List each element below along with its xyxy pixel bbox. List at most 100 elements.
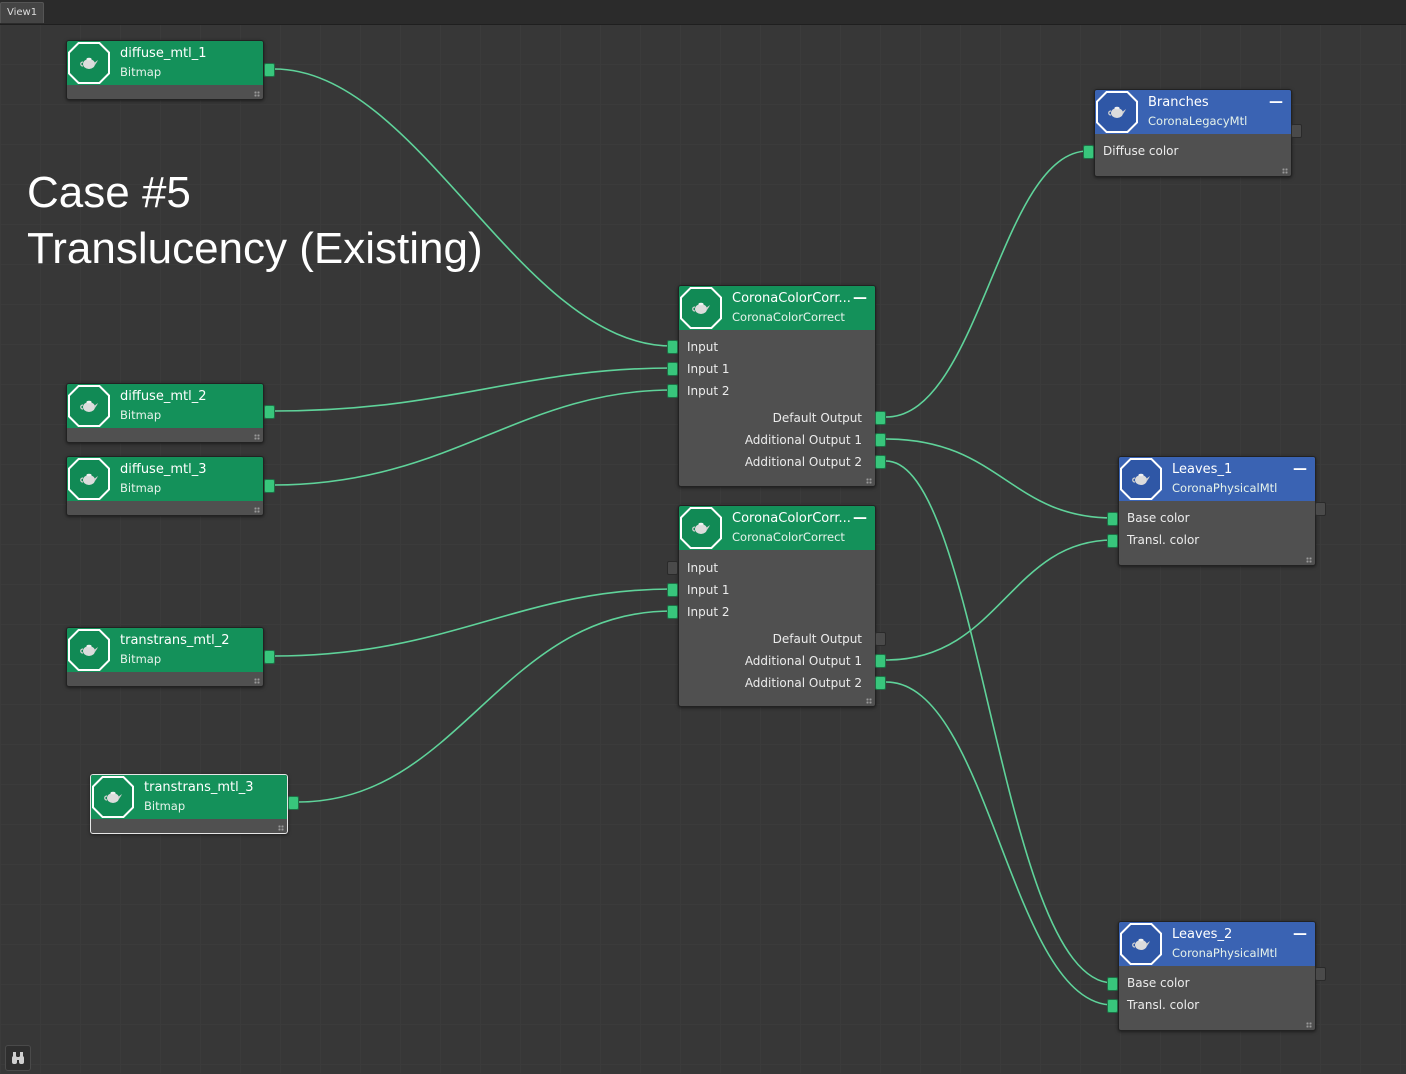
wire-cc1-default-to-branches-diffuse[interactable] (885, 150, 1089, 418)
input-socket[interactable] (1107, 512, 1118, 526)
output-socket[interactable] (1315, 967, 1326, 981)
resize-grip[interactable] (254, 507, 260, 513)
node-transtrans-mtl-3[interactable]: transtrans_mtl_3 Bitmap (90, 774, 288, 834)
minimize-button[interactable]: — (1293, 461, 1307, 477)
node-header[interactable]: CoronaColorCorr... CoronaColorCorrect — (679, 506, 875, 550)
node-header[interactable]: Branches CoronaLegacyMtl — (1095, 90, 1291, 134)
node-type: CoronaColorCorrect (732, 310, 845, 324)
input-socket[interactable] (1107, 534, 1118, 548)
input-socket[interactable] (667, 362, 678, 376)
resize-grip[interactable] (254, 91, 260, 97)
node-header[interactable]: transtrans_mtl_2 Bitmap (67, 628, 263, 672)
output-socket[interactable] (875, 411, 886, 425)
node-header[interactable]: diffuse_mtl_1 Bitmap (67, 41, 263, 85)
input-port-label: Base color (1127, 511, 1190, 525)
node-title: transtrans_mtl_2 (120, 633, 230, 648)
resize-grip[interactable] (254, 678, 260, 684)
wire-cc1-add1-to-leaves1-base[interactable] (885, 438, 1114, 519)
minimize-button[interactable]: — (853, 510, 867, 526)
node-header[interactable]: CoronaColorCorr... CoronaColorCorrect — (679, 286, 875, 330)
node-transtrans-mtl-2[interactable]: transtrans_mtl_2 Bitmap (66, 627, 264, 687)
input-socket[interactable] (1083, 145, 1094, 159)
input-socket[interactable] (667, 561, 678, 575)
output-socket[interactable] (1315, 502, 1326, 516)
resize-grip[interactable] (278, 825, 284, 831)
view-tab-bar: View1 (0, 0, 1406, 25)
node-title: Branches (1148, 95, 1209, 110)
minimize-button[interactable]: — (1269, 94, 1283, 110)
input-socket[interactable] (667, 583, 678, 597)
output-socket[interactable] (264, 650, 275, 664)
wire-cc2-add2-to-leaves2-transl[interactable] (885, 681, 1114, 1006)
node-type: CoronaLegacyMtl (1148, 114, 1248, 128)
annotation-text: Case #5 Translucency (Existing) (27, 168, 483, 273)
wire-cc2-add1-to-leaves1-transl[interactable] (885, 539, 1114, 661)
output-socket[interactable] (1291, 124, 1302, 138)
input-socket[interactable] (667, 340, 678, 354)
resize-grip[interactable] (1306, 1022, 1312, 1028)
node-diffuse-mtl-3[interactable]: diffuse_mtl_3 Bitmap (66, 456, 264, 516)
node-leaves-1[interactable]: Leaves_1 CoronaPhysicalMtl — Base color … (1118, 456, 1316, 566)
output-socket[interactable] (264, 405, 275, 419)
node-title: diffuse_mtl_3 (120, 462, 207, 477)
resize-grip[interactable] (1282, 168, 1288, 174)
tab-view1[interactable]: View1 (0, 2, 45, 23)
wire-diffuse2-to-cc1-input1[interactable] (273, 367, 673, 412)
output-socket[interactable] (288, 796, 299, 810)
wire-trans2-to-cc2-input1[interactable] (273, 588, 673, 657)
node-header[interactable]: diffuse_mtl_2 Bitmap (67, 384, 263, 428)
node-type: Bitmap (120, 652, 162, 666)
node-header[interactable]: diffuse_mtl_3 Bitmap (67, 457, 263, 501)
node-header[interactable]: Leaves_1 CoronaPhysicalMtl — (1119, 457, 1315, 501)
output-socket[interactable] (875, 676, 886, 690)
teapot-icon (680, 507, 722, 549)
node-type: Bitmap (120, 65, 162, 79)
node-title: diffuse_mtl_1 (120, 46, 207, 61)
node-corona-color-correct-1[interactable]: CoronaColorCorr... CoronaColorCorrect — … (678, 285, 876, 487)
output-socket[interactable] (264, 63, 275, 77)
output-socket[interactable] (875, 632, 886, 646)
output-port-label: Default Output (772, 632, 862, 646)
teapot-icon (68, 42, 110, 84)
output-port-label: Additional Output 1 (744, 433, 862, 447)
wire-diffuse1-to-cc1-input[interactable] (273, 68, 673, 347)
node-title: diffuse_mtl_2 (120, 389, 207, 404)
node-header[interactable]: transtrans_mtl_3 Bitmap (91, 775, 287, 819)
input-socket[interactable] (667, 384, 678, 398)
output-socket[interactable] (875, 654, 886, 668)
node-title: Leaves_2 (1172, 927, 1233, 942)
wire-trans3-to-cc2-input2[interactable] (297, 610, 673, 803)
input-port-label: Input 2 (687, 605, 730, 619)
wire-diffuse3-to-cc1-input2[interactable] (273, 389, 673, 486)
output-port-label: Default Output (772, 411, 862, 425)
output-socket[interactable] (875, 433, 886, 447)
output-port-label: Additional Output 2 (744, 455, 862, 469)
binoculars-icon[interactable] (5, 1045, 31, 1071)
resize-grip[interactable] (866, 698, 872, 704)
minimize-button[interactable]: — (1293, 926, 1307, 942)
node-corona-color-correct-2[interactable]: CoronaColorCorr... CoronaColorCorrect — … (678, 505, 876, 707)
minimize-button[interactable]: — (853, 290, 867, 306)
resize-grip[interactable] (866, 478, 872, 484)
wire-cc1-add2-to-leaves2-base[interactable] (885, 460, 1114, 984)
input-port-label: Transl. color (1127, 533, 1200, 547)
resize-grip[interactable] (254, 434, 260, 440)
node-diffuse-mtl-1[interactable]: diffuse_mtl_1 Bitmap (66, 40, 264, 100)
teapot-icon (92, 776, 134, 818)
input-socket[interactable] (1107, 977, 1118, 991)
node-leaves-2[interactable]: Leaves_2 CoronaPhysicalMtl — Base color … (1118, 921, 1316, 1031)
input-socket[interactable] (1107, 999, 1118, 1013)
output-socket[interactable] (264, 479, 275, 493)
input-port-label: Diffuse color (1103, 144, 1179, 158)
node-title: Leaves_1 (1172, 462, 1233, 477)
resize-grip[interactable] (1306, 557, 1312, 563)
input-socket[interactable] (667, 605, 678, 619)
node-header[interactable]: Leaves_2 CoronaPhysicalMtl — (1119, 922, 1315, 966)
output-socket[interactable] (875, 455, 886, 469)
teapot-icon (1120, 458, 1162, 500)
node-branches[interactable]: Branches CoronaLegacyMtl — Diffuse color (1094, 89, 1292, 177)
node-diffuse-mtl-2[interactable]: diffuse_mtl_2 Bitmap (66, 383, 264, 443)
node-type: CoronaPhysicalMtl (1172, 481, 1278, 495)
node-type: Bitmap (144, 799, 186, 813)
